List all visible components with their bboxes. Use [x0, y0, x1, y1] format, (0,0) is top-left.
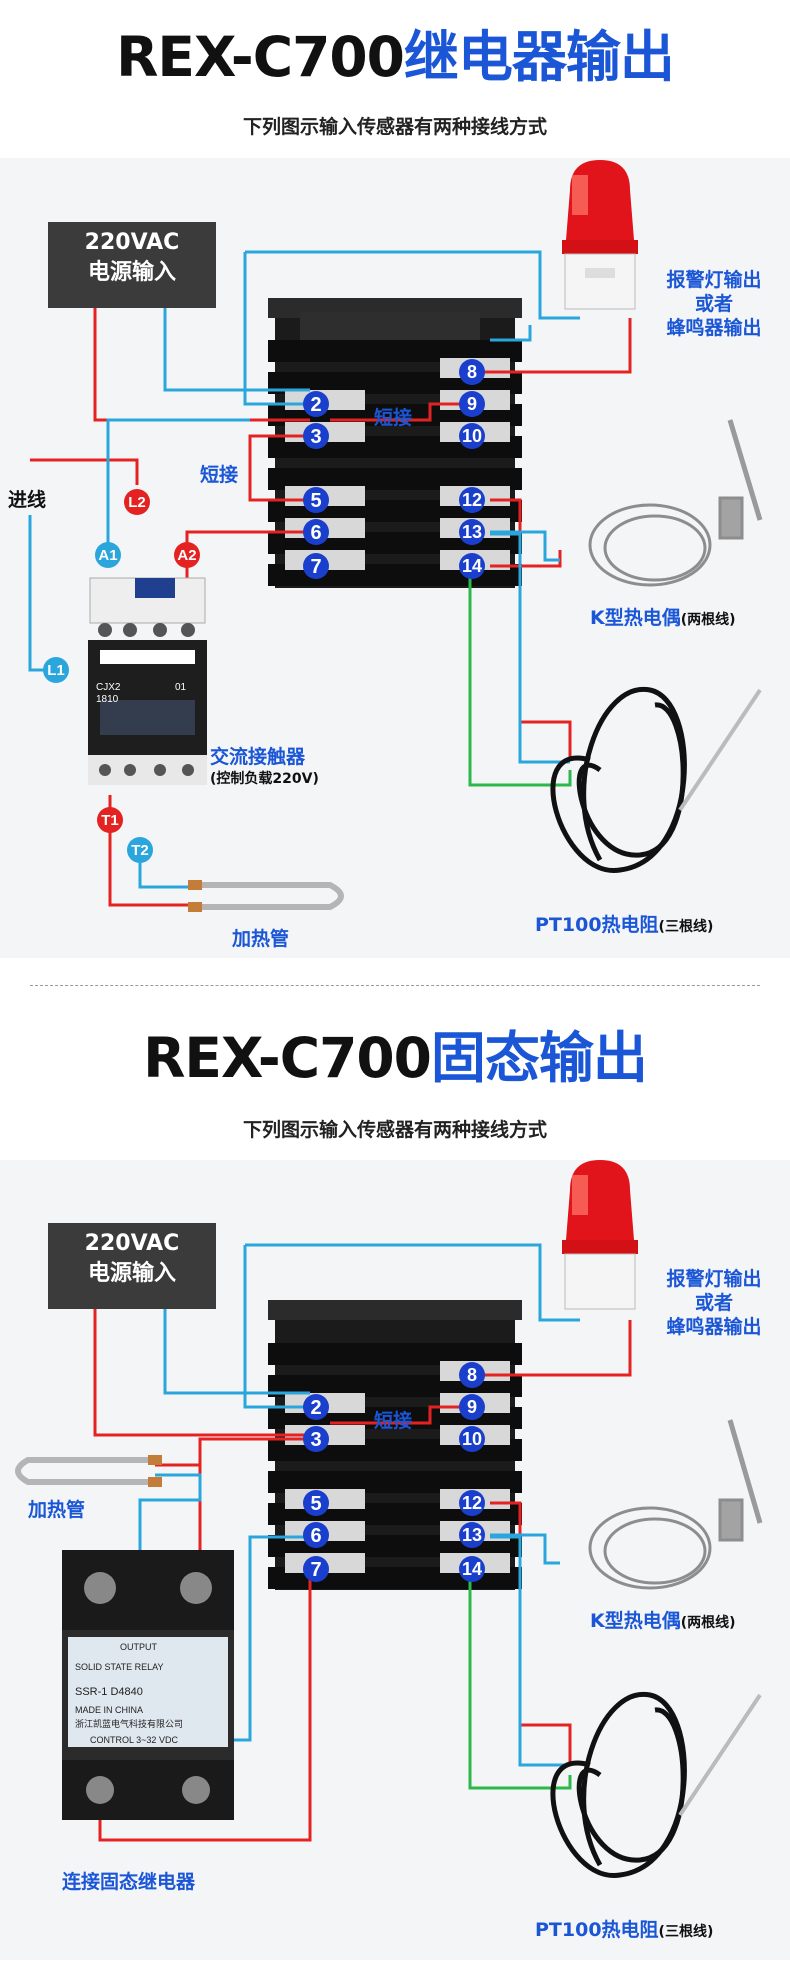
badge-a1: A1 — [98, 547, 117, 564]
terminals-left-2: 2 3 5 6 7 — [303, 1394, 329, 1582]
ssr-output-text: OUTPUT — [120, 1642, 158, 1652]
terminal-13: 13 — [462, 522, 482, 542]
ssr-section-title: REX-C700固态输出 — [143, 1026, 648, 1090]
contactor-label: 交流接触器 (控制负载220V) — [210, 746, 319, 787]
terminal-8: 8 — [467, 362, 477, 382]
contactor-rating: 1810 — [96, 694, 119, 705]
power-input-box: 220VAC 电源输入 — [48, 222, 216, 308]
pt100-label-2: PT100热电阻(三根线) — [535, 1919, 714, 1941]
short-connect-label-1: 短接 — [374, 407, 413, 429]
ssr-label: 连接固态继电器 — [62, 1871, 196, 1893]
short-connect-label-3: 短接 — [374, 1410, 413, 1432]
ssr-type-text: SOLID STATE RELAY — [75, 1662, 164, 1672]
thermocouple-label-2: K型热电偶(两根线) — [590, 1610, 736, 1632]
ssr-output-section: REX-C700固态输出 下列图示输入传感器有两种接线方式 — [0, 995, 790, 1985]
ssr-section-subtitle: 下列图示输入传感器有两种接线方式 — [242, 1119, 547, 1141]
relay-section-title: REX-C700继电器输出 — [116, 25, 675, 89]
terminals-left: 2 3 5 6 7 — [303, 391, 329, 579]
relay-wiring-diagram: 2 3 5 6 7 8 9 10 12 13 14 — [28, 160, 763, 912]
pt100-label: PT100热电阻(三根线) — [535, 914, 714, 936]
terminal-10: 10 — [462, 426, 482, 446]
terminal-14: 14 — [462, 1559, 482, 1579]
terminal-9: 9 — [467, 394, 477, 414]
terminal-5: 5 — [310, 490, 321, 512]
badge-l2: L2 — [128, 494, 146, 511]
ssr-maker-text: 浙江凯蓝电气科技有限公司 — [75, 1718, 183, 1729]
badge-t2: T2 — [131, 842, 149, 859]
contactor-model: CJX2 — [96, 682, 121, 693]
alarm-lamp-image-2 — [562, 1160, 638, 1310]
terminal-2: 2 — [310, 394, 321, 416]
terminals-right: 8 9 10 12 13 14 — [459, 359, 485, 579]
terminal-2: 2 — [310, 1397, 321, 1419]
terminal-12: 12 — [462, 1493, 482, 1513]
thermocouple-label: K型热电偶(两根线) — [590, 607, 736, 629]
heater-terminals-2 — [148, 1455, 162, 1487]
terminal-13: 13 — [462, 1525, 482, 1545]
terminal-5: 5 — [310, 1493, 321, 1515]
relay-output-section: REX-C700继电器输出 下列图示输入传感器有两种接线方式 — [0, 0, 790, 990]
terminal-7: 7 — [310, 1559, 321, 1581]
badge-l1: L1 — [47, 662, 65, 679]
green-wire — [468, 570, 572, 787]
terminal-14: 14 — [462, 556, 482, 576]
contactor-badges: L1 L2 A1 A2 T1 T2 — [43, 489, 200, 863]
terminal-8: 8 — [467, 1365, 477, 1385]
terminal-7: 7 — [310, 556, 321, 578]
terminal-3: 3 — [310, 426, 321, 448]
alarm-output-label-2: 报警灯输出 或者 蜂鸣器输出 — [666, 1268, 762, 1338]
badge-t1: T1 — [101, 812, 119, 829]
incoming-line-label: 进线 — [8, 489, 47, 511]
ssr-made-text: MADE IN CHINA — [75, 1705, 143, 1715]
terminal-9: 9 — [467, 1397, 477, 1417]
terminal-12: 12 — [462, 490, 482, 510]
power-input-box-2: 220VAC 电源输入 — [48, 1223, 216, 1309]
terminal-6: 6 — [310, 1525, 321, 1547]
alarm-output-label: 报警灯输出 或者 蜂鸣器输出 — [666, 269, 762, 339]
heater-label: 加热管 — [232, 928, 290, 950]
alarm-lamp-image — [562, 160, 638, 310]
green-wire-2 — [468, 1573, 572, 1790]
terminal-6: 6 — [310, 522, 321, 544]
terminal-3: 3 — [310, 1429, 321, 1451]
solid-state-relay-image: OUTPUT SOLID STATE RELAY SSR-1 D4840 MAD… — [62, 1550, 234, 1820]
heater-tube-image-2 — [15, 1457, 150, 1485]
short-connect-label-2: 短接 — [200, 464, 239, 486]
heater-tube-image — [200, 882, 344, 910]
section-divider — [30, 985, 760, 986]
contactor-code: 01 — [175, 682, 187, 693]
terminal-10: 10 — [462, 1429, 482, 1449]
heater-terminals — [188, 880, 202, 912]
ssr-model-text: SSR-1 D4840 — [75, 1686, 143, 1698]
terminals-right-2: 8 9 10 12 13 14 — [459, 1362, 485, 1582]
relay-section-subtitle: 下列图示输入传感器有两种接线方式 — [242, 116, 547, 138]
pt100-sensor-image — [550, 686, 762, 873]
k-thermocouple-image-2 — [588, 1419, 763, 1590]
k-thermocouple-image — [588, 419, 763, 587]
pt100-sensor-image-2 — [550, 1691, 762, 1878]
badge-a2: A2 — [177, 547, 196, 564]
heater-label-2: 加热管 — [28, 1499, 86, 1521]
ssr-control-text: CONTROL 3~32 VDC — [90, 1735, 178, 1745]
ssr-wiring-diagram: 2 3 5 6 7 8 9 10 12 13 14 — [15, 1160, 763, 1878]
ac-contactor-image: CJX2 1810 01 — [88, 577, 207, 785]
